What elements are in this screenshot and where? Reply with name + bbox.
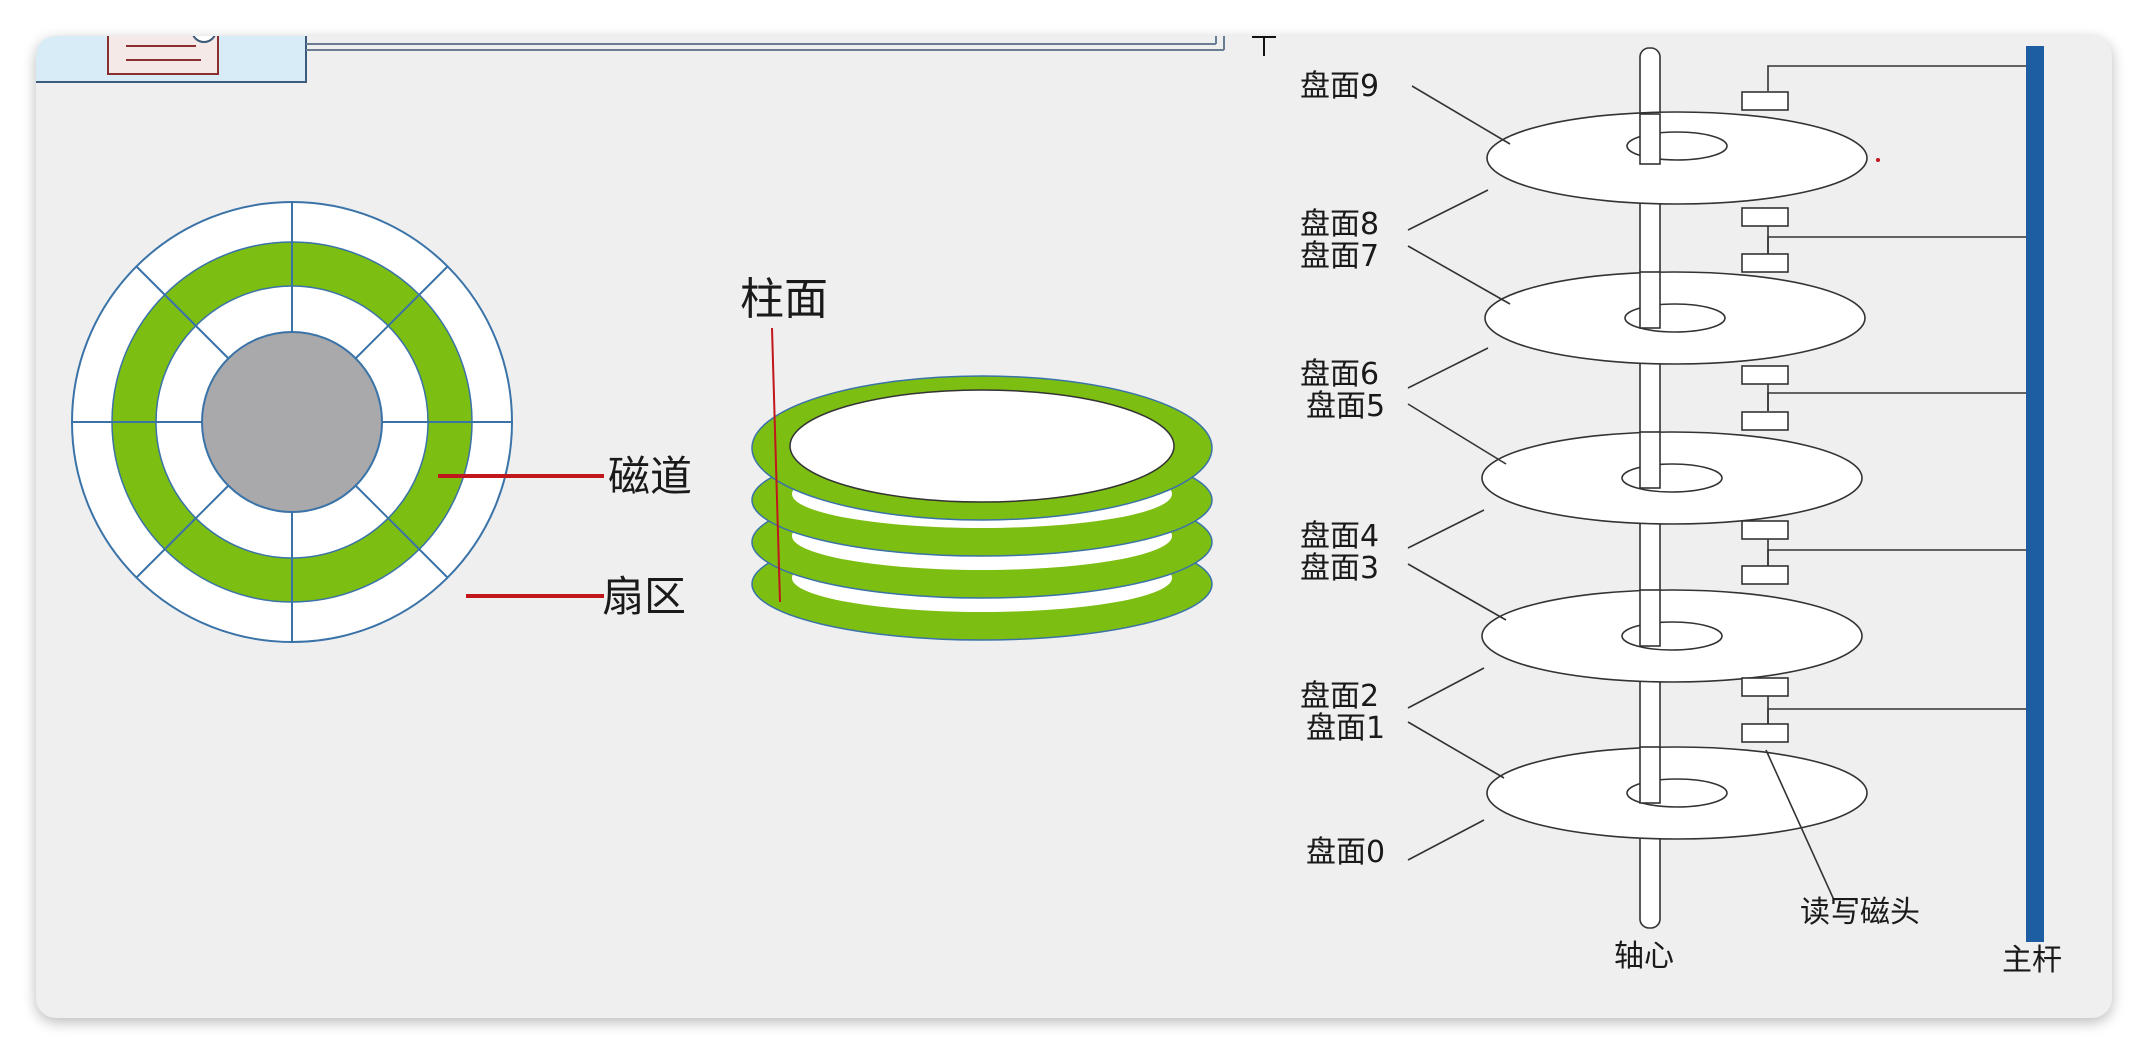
cursor-crosshair-icon (1252, 36, 1276, 56)
surface-label: 盘面8 (1300, 207, 1379, 242)
sector-label: 扇区 (602, 572, 686, 621)
platters (1481, 111, 1868, 840)
surface-label: 盘面6 (1300, 357, 1379, 392)
surface-label: 盘面4 (1300, 519, 1379, 554)
main-rod-label: 主杆 (2002, 943, 2062, 978)
main-rod (2026, 46, 2044, 942)
surface-label: 盘面3 (1300, 551, 1379, 586)
surface-label: 盘面9 (1300, 69, 1379, 104)
stray-dot (1876, 158, 1880, 162)
surface-pointers (1407, 85, 1835, 901)
platter-2 (1481, 431, 1863, 525)
platter-top-view (71, 201, 513, 643)
surface-label: 盘面0 (1306, 835, 1385, 870)
platter-1 (1481, 589, 1863, 683)
spindle-label: 轴心 (1614, 939, 1674, 974)
head-label: 读写磁头 (1800, 895, 1920, 930)
disk-structure-diagram: 磁道 扇区 柱面 (36, 36, 2062, 978)
surface-labels: 盘面9 盘面8 盘面7 盘面6 盘面5 盘面4 盘面3 盘面2 盘面1 盘面0 (1300, 69, 1385, 870)
cylinder-stack (751, 375, 1213, 641)
diagram-window: 磁道 扇区 柱面 (36, 36, 2112, 1018)
thumbnail-fragment (36, 36, 1225, 83)
surface-label: 盘面7 (1300, 239, 1379, 274)
head-arms (1767, 65, 2026, 724)
platter-0 (1486, 746, 1868, 840)
track-label: 磁道 (608, 452, 692, 501)
cylinder-pointer (771, 327, 781, 603)
surface-label: 盘面5 (1306, 389, 1385, 424)
surface-label: 盘面1 (1306, 711, 1385, 746)
read-write-heads (1741, 91, 1789, 743)
surface-label: 盘面2 (1300, 679, 1379, 714)
platter-3 (1484, 271, 1866, 365)
platter-4 (1486, 111, 1868, 205)
cylinder-label: 柱面 (740, 274, 828, 325)
